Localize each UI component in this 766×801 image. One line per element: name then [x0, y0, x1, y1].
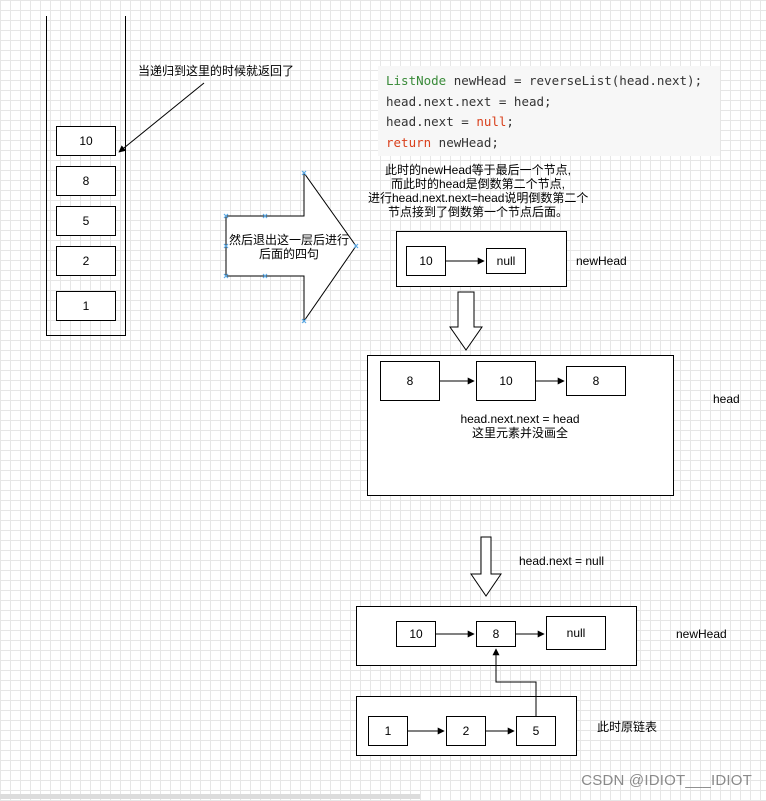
- diagram2-caption1: head.next.next = head: [460, 412, 580, 426]
- big-arrow-text-1: 然后退出这一层后进行: [228, 233, 349, 247]
- step-label: head.next = null: [519, 554, 605, 568]
- stack-item-10: 10: [56, 126, 116, 156]
- code-return: return: [386, 134, 432, 150]
- explanation-line1: 此时的newHead等于最后一个节点,: [384, 163, 572, 177]
- stack-item-5: 5: [56, 206, 116, 236]
- stack-item-1: 1: [56, 291, 116, 321]
- code-line4: newHead;: [431, 134, 499, 150]
- diagram4-node-5: 5: [516, 716, 556, 746]
- code-type: ListNode: [386, 73, 447, 88]
- down-arrow-2: [470, 536, 502, 597]
- down-arrow-1: [449, 291, 483, 351]
- stack-container: [46, 16, 126, 336]
- code-line2: head.next.next = head;: [386, 93, 552, 109]
- stack-item-8: 8: [56, 166, 116, 196]
- note-arrow: [118, 82, 205, 153]
- diagram3-label: newHead: [676, 627, 727, 641]
- diagram4-node-2: 2: [446, 716, 486, 746]
- diagram1-label: newHead: [576, 254, 627, 268]
- diagram2-node-8b: 8: [566, 366, 626, 396]
- diagram2-caption2: 这里元素并没画全: [471, 426, 568, 440]
- diagram3-node-null: null: [546, 616, 606, 650]
- diagram4-node-1: 1: [368, 716, 408, 746]
- node5-to-node8-arrow: [492, 648, 537, 716]
- big-right-arrow: [225, 171, 357, 323]
- code-null: null: [476, 114, 507, 129]
- code-line3-b: ;: [506, 114, 514, 129]
- explanation-line2: 而此时的head是倒数第二个节点,: [390, 177, 566, 191]
- stack-item-2: 2: [56, 246, 116, 276]
- code-line3-a: head.next =: [386, 114, 477, 129]
- watermark: CSDN @IDIOT___IDIOT: [581, 772, 752, 789]
- diagram1-node-null: null: [486, 248, 526, 274]
- code-block: ListNode newHead = reverseList(head.next…: [378, 66, 720, 156]
- diagram2-label: head: [713, 392, 740, 406]
- diagram2-node-8a: 8: [380, 361, 440, 401]
- explanation-line4: 节点接到了倒数第一个节点后面。: [387, 205, 568, 219]
- diagram1-node-10: 10: [406, 246, 446, 276]
- horizontal-scrollbar[interactable]: [0, 794, 420, 799]
- code-line1: newHead = reverseList(head.next);: [446, 73, 703, 88]
- recursion-note: 当递归到这里的时候就返回了: [138, 64, 295, 78]
- selection-handles: [223, 170, 359, 324]
- diagram4-label: 此时原链表: [597, 720, 658, 734]
- diagram2-node-10: 10: [476, 361, 536, 401]
- diagram3-node-10: 10: [396, 621, 436, 647]
- explanation-line3: 进行head.next.next=head说明倒数第二个: [368, 191, 589, 205]
- diagram3-node-8: 8: [476, 621, 516, 647]
- big-arrow-text-2: 后面的四句: [258, 247, 319, 261]
